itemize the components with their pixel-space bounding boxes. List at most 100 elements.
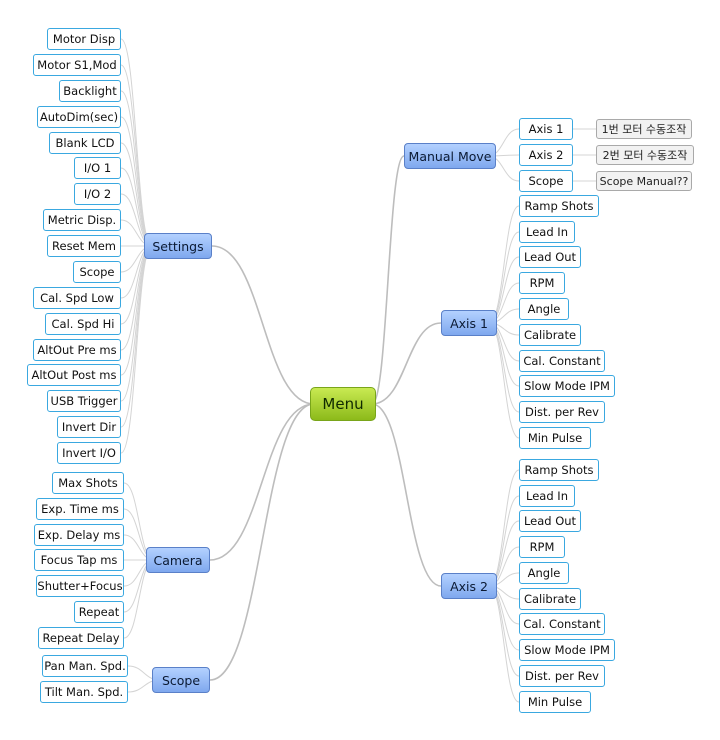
settings-item-motor-s1-mod[interactable]: Motor S1,Mod (33, 54, 121, 76)
axis1-item-lead-in[interactable]: Lead In (519, 221, 575, 243)
axis2-item-line-9 (488, 585, 520, 703)
branch-manual-move[interactable]: Manual Move (404, 143, 496, 169)
settings-item-metric-disp-label: Metric Disp. (47, 213, 117, 227)
settings-item-metric-disp[interactable]: Metric Disp. (43, 209, 121, 231)
axis1-item-rpm[interactable]: RPM (519, 272, 565, 294)
camera-item-repeat[interactable]: Repeat (74, 601, 124, 623)
camera-item-focus-tap-ms-label: Focus Tap ms (40, 553, 118, 567)
axis1-item-min-pulse[interactable]: Min Pulse (519, 427, 591, 449)
settings-item-i-o-2[interactable]: I/O 2 (74, 183, 121, 205)
axis2-item-lead-in-label: Lead In (526, 489, 568, 503)
branch-axis-2[interactable]: Axis 2 (441, 573, 497, 599)
manual_move-item-axis-1[interactable]: Axis 1 (519, 118, 573, 140)
manual-move-note-1: 1번 모터 수동조작 (596, 119, 692, 139)
axis2-item-dist-per-rev-label: Dist. per Rev (525, 669, 599, 683)
scope-item-tilt-man-spd[interactable]: Tilt Man. Spd. (40, 681, 128, 703)
branch-axis-1[interactable]: Axis 1 (441, 310, 497, 336)
camera-item-focus-tap-ms[interactable]: Focus Tap ms (34, 549, 124, 571)
axis1-item-angle[interactable]: Angle (519, 298, 569, 320)
axis2-item-line-0 (488, 469, 520, 587)
scope-item-pan-man-spd[interactable]: Pan Man. Spd. (42, 655, 128, 677)
settings-item-reset-mem[interactable]: Reset Mem (47, 235, 121, 257)
settings-item-line-0 (120, 38, 153, 247)
axis1-item-angle-label: Angle (527, 302, 561, 316)
settings-item-motor-s1-mod-label: Motor S1,Mod (37, 58, 117, 72)
axis2-item-angle[interactable]: Angle (519, 562, 569, 584)
axis1-item-dist-per-rev[interactable]: Dist. per Rev (519, 401, 605, 423)
axis2-item-rpm-label: RPM (529, 540, 555, 554)
settings-item-altout-pre-ms[interactable]: AltOut Pre ms (33, 339, 121, 361)
camera-item-max-shots-label: Max Shots (58, 476, 118, 490)
branch-settings[interactable]: Settings (144, 233, 212, 259)
axis1-item-cal-constant-label: Cal. Constant (523, 354, 601, 368)
camera-item-repeat-delay[interactable]: Repeat Delay (38, 627, 124, 649)
axis2-item-calibrate-label: Calibrate (523, 592, 577, 606)
settings-item-cal-spd-low-label: Cal. Spd Low (40, 291, 114, 305)
settings-item-cal-spd-hi[interactable]: Cal. Spd Hi (45, 313, 121, 335)
manual_move-item-axis-2-label: Axis 2 (528, 148, 564, 162)
axis1-item-lead-out[interactable]: Lead Out (519, 246, 581, 268)
menu-center-node[interactable]: Menu (310, 387, 376, 421)
settings-item-invert-dir-label: Invert Dir (61, 420, 117, 434)
axis2-item-rpm[interactable]: RPM (519, 536, 565, 558)
axis2-item-slow-mode-ipm-label: Slow Mode IPM (524, 643, 610, 657)
manual-move-note-1-label: 1번 모터 수동조작 (601, 123, 687, 136)
axis2-item-slow-mode-ipm[interactable]: Slow Mode IPM (519, 639, 615, 661)
camera-item-repeat-delay-label: Repeat Delay (42, 631, 120, 645)
axis2-item-ramp-shots-label: Ramp Shots (524, 463, 594, 477)
axis2-item-line-8 (488, 585, 520, 677)
manual_move-item-scope-label: Scope (528, 174, 564, 188)
camera-item-exp-delay-ms[interactable]: Exp. Delay ms (34, 524, 124, 546)
branch-line-settings (211, 245, 315, 405)
axis2-item-cal-constant[interactable]: Cal. Constant (519, 613, 605, 635)
menu-center-node-label: Menu (322, 395, 364, 413)
axis1-item-rpm-label: RPM (529, 276, 555, 290)
settings-item-i-o-1[interactable]: I/O 1 (74, 157, 121, 179)
branch-axis-1-label: Axis 1 (450, 315, 488, 331)
settings-item-cal-spd-low[interactable]: Cal. Spd Low (33, 287, 121, 309)
axis2-item-min-pulse[interactable]: Min Pulse (519, 691, 591, 713)
axis1-item-slow-mode-ipm[interactable]: Slow Mode IPM (519, 375, 615, 397)
settings-item-usb-trigger[interactable]: USB Trigger (47, 390, 121, 412)
branch-camera-label: Camera (153, 552, 203, 568)
axis1-item-cal-constant[interactable]: Cal. Constant (519, 350, 605, 372)
axis2-item-cal-constant-label: Cal. Constant (523, 617, 601, 631)
axis2-item-lead-out-label: Lead Out (523, 514, 577, 528)
axis2-item-dist-per-rev[interactable]: Dist. per Rev (519, 665, 605, 687)
settings-item-autodim-sec-label: AutoDim(sec) (39, 110, 119, 124)
camera-item-exp-time-ms[interactable]: Exp. Time ms (36, 498, 124, 520)
manual_move-item-scope[interactable]: Scope (519, 170, 573, 192)
settings-item-invert-i-o-label: Invert I/O (62, 446, 116, 460)
settings-item-backlight[interactable]: Backlight (59, 80, 121, 102)
axis1-item-min-pulse-label: Min Pulse (527, 431, 583, 445)
camera-item-exp-time-ms-label: Exp. Time ms (41, 502, 119, 516)
settings-item-blank-lcd[interactable]: Blank LCD (49, 132, 121, 154)
settings-item-autodim-sec[interactable]: AutoDim(sec) (37, 106, 121, 128)
branch-scope[interactable]: Scope (152, 667, 210, 693)
axis2-item-calibrate[interactable]: Calibrate (519, 588, 581, 610)
axis2-item-lead-out[interactable]: Lead Out (519, 510, 581, 532)
axis1-item-slow-mode-ipm-label: Slow Mode IPM (524, 379, 610, 393)
branch-scope-label: Scope (161, 672, 201, 688)
axis1-item-calibrate[interactable]: Calibrate (519, 324, 581, 346)
settings-item-motor-disp[interactable]: Motor Disp (47, 28, 121, 50)
branch-camera[interactable]: Camera (146, 547, 210, 573)
scope-item-pan-man-spd-label: Pan Man. Spd. (44, 659, 126, 673)
manual_move-item-axis-2[interactable]: Axis 2 (519, 144, 573, 166)
settings-item-altout-post-ms[interactable]: AltOut Post ms (27, 364, 121, 386)
camera-item-shutter-focus[interactable]: Shutter+Focus (36, 575, 124, 597)
scope-item-tilt-man-spd-label: Tilt Man. Spd. (44, 685, 124, 699)
branch-settings-label: Settings (152, 238, 204, 254)
settings-item-invert-dir[interactable]: Invert Dir (57, 416, 121, 438)
settings-item-cal-spd-hi-label: Cal. Spd Hi (51, 317, 115, 331)
axis2-item-ramp-shots[interactable]: Ramp Shots (519, 459, 599, 481)
axis1-item-ramp-shots[interactable]: Ramp Shots (519, 195, 599, 217)
axis2-item-lead-in[interactable]: Lead In (519, 485, 575, 507)
branch-line-axis1 (371, 322, 442, 405)
axis1-item-line-8 (488, 322, 520, 413)
settings-item-invert-i-o[interactable]: Invert I/O (57, 442, 121, 464)
axis2-item-angle-label: Angle (527, 566, 561, 580)
camera-item-max-shots[interactable]: Max Shots (52, 472, 124, 494)
settings-item-scope[interactable]: Scope (73, 261, 121, 283)
branch-line-camera (209, 403, 315, 561)
